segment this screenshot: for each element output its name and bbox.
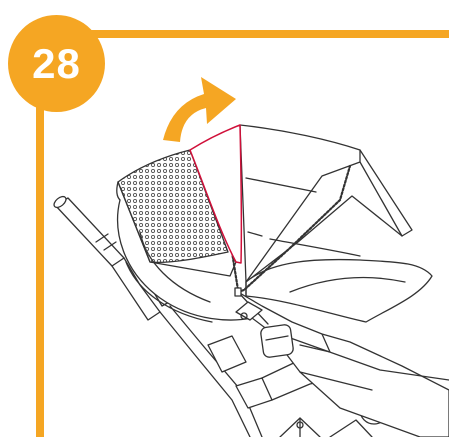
frame-left-bar <box>36 60 44 437</box>
step-badge: 28 <box>8 15 105 112</box>
canopy-mesh-panel <box>116 149 237 277</box>
curved-arrow-icon <box>163 77 236 142</box>
frame-top-bar <box>60 30 449 38</box>
stroller-seat <box>116 199 449 437</box>
canopy-highlighted-panel <box>189 124 243 264</box>
canopy-zipper-inner <box>230 250 240 292</box>
step-number: 28 <box>32 39 81 87</box>
zipper-pull <box>234 287 242 297</box>
canopy-main-panels <box>239 124 433 323</box>
canopy-zipper <box>236 164 352 294</box>
